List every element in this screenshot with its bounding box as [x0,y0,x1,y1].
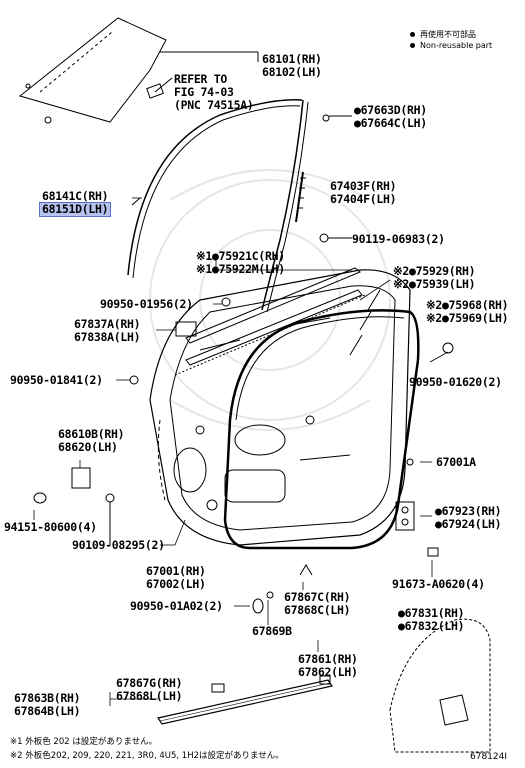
refer-line: (PNC 74515A) [174,98,254,112]
part-number: 67862(LH) [298,665,358,679]
door-frame-moulding [127,99,303,279]
part-number: 67864B(LH) [14,704,81,718]
door-sash [261,99,352,313]
part-number: 90950-01620(2) [409,375,502,389]
leader-lines [33,197,449,706]
part-number: 67863B(RH) [14,691,81,705]
legend-non-reusable-ja: 再使用不可部品 [410,29,492,40]
opening-trim [389,618,491,753]
part-number: 67867C(RH) [284,590,351,604]
hinge-bracket [71,321,415,531]
part-number: 67861(RH) [298,652,358,666]
footnote-2: ※2 外板色202, 209, 220, 221, 3R0, 4U5, 1H2は… [10,751,284,761]
part-number: 94151-80600(4) [4,520,97,534]
part-67867C[interactable]: 67867C(RH) 67868C(LH) [284,590,351,617]
part-67923[interactable]: ●67923(RH) ●67924(LH) [435,504,502,531]
refer-to-fig[interactable]: REFER TO FIG 74-03 (PNC 74515A) [174,72,254,112]
part-67001A[interactable]: 67001A [436,456,476,469]
part-number: ●67664C(LH) [354,116,427,130]
refer-line: REFER TO [174,72,227,86]
door-weatherstrip [223,309,420,550]
part-67861[interactable]: 67861(RH) 67862(LH) [298,653,358,679]
window-glass [18,17,259,124]
part-number: 67837A(RH) [74,317,141,331]
part-number: 68101(RH) [262,52,322,66]
part-90950-01620[interactable]: 90950-01620(2) [409,376,502,389]
part-67001[interactable]: 67001(RH) 67002(LH) [146,565,206,591]
part-number: 67838A(LH) [74,330,141,344]
part-number: 91673-A0620(4) [392,577,485,591]
part-90109[interactable]: 90109-08295(2) [72,539,165,552]
part-75921[interactable]: ※1●75921C(RH) ※1●75922M(LH) [196,250,285,276]
part-number: 67001(RH) [146,564,206,578]
part-number: 68141C(RH) [42,189,109,203]
part-number: ●67832(LH) [398,619,465,633]
watermark [149,169,391,431]
part-67831[interactable]: ●67831(RH) ●67832(LH) [398,606,465,633]
part-number: 68620(LH) [58,440,118,454]
part-90119[interactable]: 90119-06983(2) [352,233,445,246]
part-number: 67001A [436,455,476,469]
part-75968[interactable]: ※2●75968(RH) ※2●75969(LH) [426,298,509,325]
figure-id: 678124I [470,752,508,762]
part-number: 67868C(LH) [284,603,351,617]
part-number: 90950-01956(2) [100,297,193,311]
part-number-highlighted: 68151D(LH) [38,202,112,217]
part-91673[interactable]: 91673-A0620(4) [392,578,485,591]
part-number: 67867G(RH) [116,676,183,690]
part-number: 67868L(LH) [116,689,183,703]
part-67867G[interactable]: 67867G(RH) 67868L(LH) [116,676,183,703]
part-number: 67403F(RH) [330,179,397,193]
part-90950-01841[interactable]: 90950-01841(2) [10,374,103,387]
part-67863[interactable]: 67863B(RH) 67864B(LH) [14,691,81,718]
part-number: ●67923(RH) [435,504,502,518]
part-number: ※1●75921C(RH) [196,249,285,263]
legend-non-reusable-en: Non-reusable part [410,40,492,51]
part-number: 68102(LH) [262,65,322,79]
bullet-icon [410,43,415,48]
fasteners [33,297,454,614]
part-75929[interactable]: ※2●75929(RH) ※2●75939(LH) [393,264,476,291]
legend: 再使用不可部品 Non-reusable part [410,29,492,51]
part-67403[interactable]: 67403F(RH) 67404F(LH) [330,179,397,206]
belt-weatherstrips [174,267,381,376]
part-number: 90109-08295(2) [72,538,165,552]
part-67837[interactable]: 67837A(RH) 67838A(LH) [74,317,141,344]
part-68610[interactable]: 68610B(RH) 68620(LH) [58,427,125,454]
part-68141[interactable]: 68141C(RH) 68151D(LH) [38,189,112,217]
part-90950-01956[interactable]: 90950-01956(2) [100,298,193,311]
part-number: 90950-01A02(2) [130,599,223,613]
part-94151[interactable]: 94151-80600(4) [4,521,97,534]
part-number: 67869B [252,624,292,638]
lower-moulding [157,675,333,725]
part-number: ※2●75929(RH) [393,264,476,278]
part-67663[interactable]: ●67663D(RH) ●67664C(LH) [354,104,427,130]
part-68101[interactable]: 68101(RH) 68102(LH) [262,53,322,79]
part-number: ●67663D(RH) [354,103,427,117]
part-number: 90950-01841(2) [10,373,103,387]
part-number: 68610B(RH) [58,427,125,441]
run-channel [295,171,352,243]
part-90950-01A02[interactable]: 90950-01A02(2) [130,600,223,613]
legend-ja-text: 再使用不可部品 [420,30,476,39]
part-number: ※2●75969(LH) [426,311,509,325]
part-number: ※1●75922M(LH) [196,262,285,276]
refer-line: FIG 74-03 [174,85,234,99]
part-number: ※2●75968(RH) [426,298,509,312]
part-number: 90119-06983(2) [352,232,445,246]
part-number: ※2●75939(LH) [393,277,476,291]
footnote-1: ※1 外板色 202 は設定がありません。 [10,737,158,747]
legend-en-text: Non-reusable part [420,41,493,50]
part-number: 67404F(LH) [330,192,397,206]
part-67869B[interactable]: 67869B [252,625,292,638]
part-number: 67002(LH) [146,577,206,591]
part-number: ●67924(LH) [435,517,502,531]
bullet-icon [410,32,415,37]
part-number: ●67831(RH) [398,606,465,620]
